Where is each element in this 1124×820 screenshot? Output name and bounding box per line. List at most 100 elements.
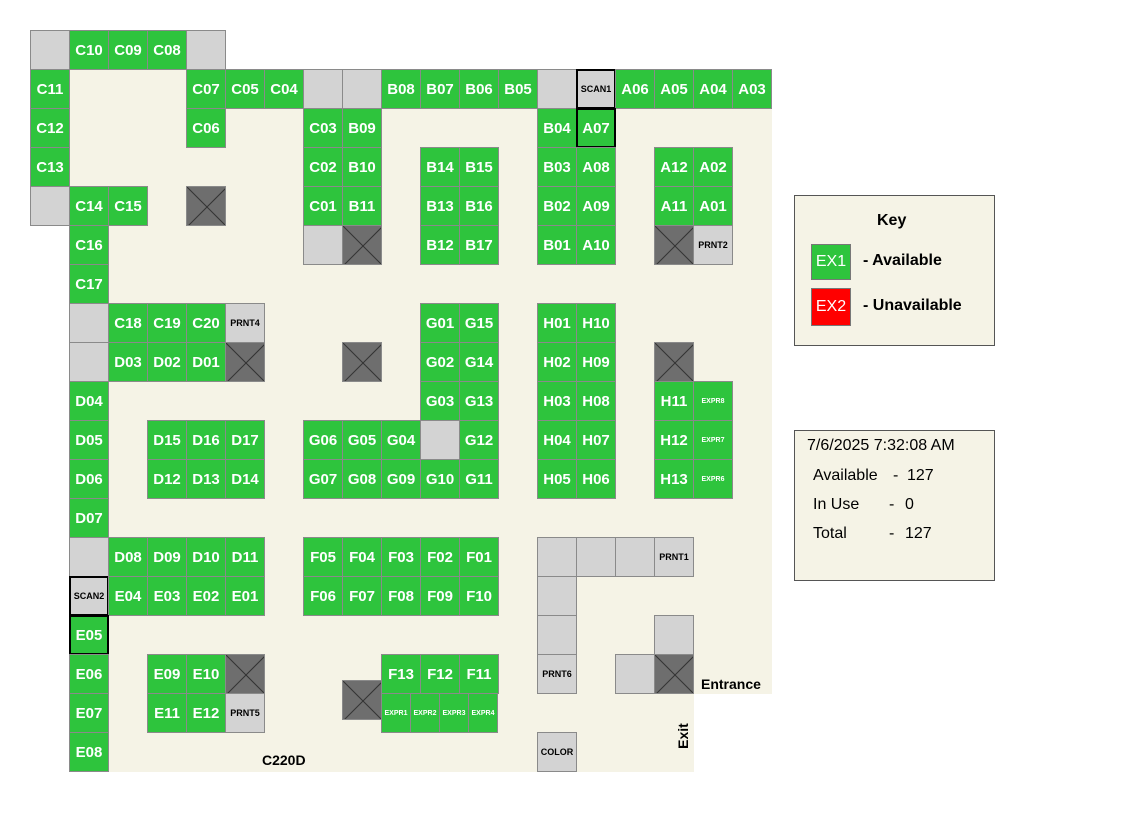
workstation-d05[interactable]: D05 <box>69 420 109 460</box>
workstation-f06[interactable]: F06 <box>303 576 343 616</box>
workstation-e05[interactable]: E05 <box>69 615 109 655</box>
workstation-b04[interactable]: B04 <box>537 108 577 148</box>
workstation-g03[interactable]: G03 <box>420 381 460 421</box>
workstation-expr8[interactable]: EXPR8 <box>693 381 733 421</box>
workstation-h12[interactable]: H12 <box>654 420 694 460</box>
workstation-e06[interactable]: E06 <box>69 654 109 694</box>
workstation-f09[interactable]: F09 <box>420 576 460 616</box>
workstation-a05[interactable]: A05 <box>654 69 694 109</box>
workstation-a06[interactable]: A06 <box>615 69 655 109</box>
workstation-e04[interactable]: E04 <box>108 576 148 616</box>
workstation-g09[interactable]: G09 <box>381 459 421 499</box>
workstation-b08[interactable]: B08 <box>381 69 421 109</box>
workstation-e08[interactable]: E08 <box>69 732 109 772</box>
workstation-b10[interactable]: B10 <box>342 147 382 187</box>
workstation-f10[interactable]: F10 <box>459 576 499 616</box>
workstation-c18[interactable]: C18 <box>108 303 148 343</box>
workstation-g08[interactable]: G08 <box>342 459 382 499</box>
workstation-a02[interactable]: A02 <box>693 147 733 187</box>
device-prnt6[interactable]: PRNT6 <box>537 654 577 694</box>
workstation-b07[interactable]: B07 <box>420 69 460 109</box>
workstation-a04[interactable]: A04 <box>693 69 733 109</box>
workstation-d10[interactable]: D10 <box>186 537 226 577</box>
workstation-a12[interactable]: A12 <box>654 147 694 187</box>
workstation-f11[interactable]: F11 <box>459 654 499 694</box>
workstation-d09[interactable]: D09 <box>147 537 187 577</box>
workstation-h04[interactable]: H04 <box>537 420 577 460</box>
workstation-g11[interactable]: G11 <box>459 459 499 499</box>
workstation-a03[interactable]: A03 <box>732 69 772 109</box>
workstation-b13[interactable]: B13 <box>420 186 460 226</box>
workstation-c12[interactable]: C12 <box>30 108 70 148</box>
workstation-h13[interactable]: H13 <box>654 459 694 499</box>
workstation-c03[interactable]: C03 <box>303 108 343 148</box>
workstation-b01[interactable]: B01 <box>537 225 577 265</box>
workstation-h10[interactable]: H10 <box>576 303 616 343</box>
workstation-e02[interactable]: E02 <box>186 576 226 616</box>
workstation-f04[interactable]: F04 <box>342 537 382 577</box>
workstation-a08[interactable]: A08 <box>576 147 616 187</box>
workstation-h09[interactable]: H09 <box>576 342 616 382</box>
workstation-e07[interactable]: E07 <box>69 693 109 733</box>
workstation-a11[interactable]: A11 <box>654 186 694 226</box>
workstation-a09[interactable]: A09 <box>576 186 616 226</box>
workstation-g12[interactable]: G12 <box>459 420 499 460</box>
workstation-g15[interactable]: G15 <box>459 303 499 343</box>
workstation-d15[interactable]: D15 <box>147 420 187 460</box>
workstation-d13[interactable]: D13 <box>186 459 226 499</box>
workstation-expr7[interactable]: EXPR7 <box>693 420 733 460</box>
workstation-g14[interactable]: G14 <box>459 342 499 382</box>
workstation-d03[interactable]: D03 <box>108 342 148 382</box>
workstation-c05[interactable]: C05 <box>225 69 265 109</box>
workstation-g02[interactable]: G02 <box>420 342 460 382</box>
workstation-f05[interactable]: F05 <box>303 537 343 577</box>
workstation-d17[interactable]: D17 <box>225 420 265 460</box>
workstation-d16[interactable]: D16 <box>186 420 226 460</box>
workstation-g01[interactable]: G01 <box>420 303 460 343</box>
workstation-f07[interactable]: F07 <box>342 576 382 616</box>
workstation-h11[interactable]: H11 <box>654 381 694 421</box>
workstation-c02[interactable]: C02 <box>303 147 343 187</box>
workstation-expr3[interactable]: EXPR3 <box>439 693 469 733</box>
workstation-c19[interactable]: C19 <box>147 303 187 343</box>
workstation-c10[interactable]: C10 <box>69 30 109 70</box>
workstation-expr1[interactable]: EXPR1 <box>381 693 411 733</box>
workstation-c08[interactable]: C08 <box>147 30 187 70</box>
workstation-g13[interactable]: G13 <box>459 381 499 421</box>
workstation-b11[interactable]: B11 <box>342 186 382 226</box>
workstation-g05[interactable]: G05 <box>342 420 382 460</box>
workstation-d07[interactable]: D07 <box>69 498 109 538</box>
workstation-f02[interactable]: F02 <box>420 537 460 577</box>
workstation-f12[interactable]: F12 <box>420 654 460 694</box>
workstation-c04[interactable]: C04 <box>264 69 304 109</box>
workstation-h07[interactable]: H07 <box>576 420 616 460</box>
workstation-f03[interactable]: F03 <box>381 537 421 577</box>
workstation-f01[interactable]: F01 <box>459 537 499 577</box>
workstation-g06[interactable]: G06 <box>303 420 343 460</box>
workstation-b05[interactable]: B05 <box>498 69 538 109</box>
workstation-g04[interactable]: G04 <box>381 420 421 460</box>
workstation-b14[interactable]: B14 <box>420 147 460 187</box>
workstation-h01[interactable]: H01 <box>537 303 577 343</box>
workstation-a07[interactable]: A07 <box>576 108 616 148</box>
workstation-c07[interactable]: C07 <box>186 69 226 109</box>
device-color[interactable]: COLOR <box>537 732 577 772</box>
workstation-d02[interactable]: D02 <box>147 342 187 382</box>
workstation-d04[interactable]: D04 <box>69 381 109 421</box>
workstation-d08[interactable]: D08 <box>108 537 148 577</box>
workstation-d06[interactable]: D06 <box>69 459 109 499</box>
workstation-d01[interactable]: D01 <box>186 342 226 382</box>
workstation-h06[interactable]: H06 <box>576 459 616 499</box>
workstation-c09[interactable]: C09 <box>108 30 148 70</box>
device-prnt5[interactable]: PRNT5 <box>225 693 265 733</box>
workstation-c17[interactable]: C17 <box>69 264 109 304</box>
device-prnt2[interactable]: PRNT2 <box>693 225 733 265</box>
workstation-g10[interactable]: G10 <box>420 459 460 499</box>
workstation-expr2[interactable]: EXPR2 <box>410 693 440 733</box>
scanner-scan2[interactable]: SCAN2 <box>69 576 109 616</box>
workstation-a01[interactable]: A01 <box>693 186 733 226</box>
device-prnt1[interactable]: PRNT1 <box>654 537 694 577</box>
workstation-c20[interactable]: C20 <box>186 303 226 343</box>
workstation-e03[interactable]: E03 <box>147 576 187 616</box>
workstation-h08[interactable]: H08 <box>576 381 616 421</box>
